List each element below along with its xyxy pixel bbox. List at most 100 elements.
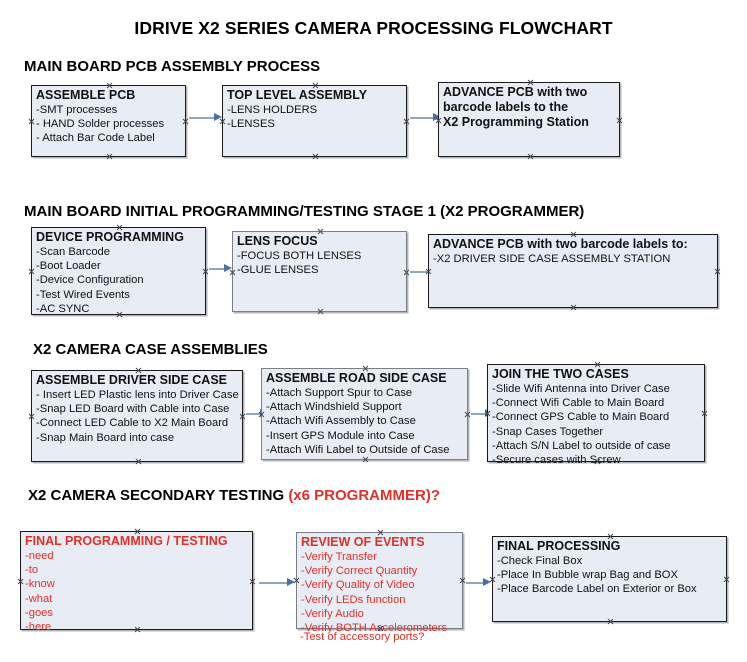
- resize-handle-right[interactable]: [202, 268, 209, 275]
- box-line: -Attach S/N Label to outside of case: [492, 439, 671, 452]
- box-line: -Place In Bubble wrap Bag and BOX: [497, 569, 678, 582]
- box-title: JOIN THE TWO CASES: [492, 367, 629, 381]
- resize-handle-bottom[interactable]: [362, 456, 369, 463]
- section-header-accent: (x6 PROGRAMMER)?: [288, 487, 440, 504]
- resize-handle-right[interactable]: [182, 118, 189, 125]
- box-line: -Connect GPS Cable to Main Board: [492, 411, 670, 424]
- resize-handle-right[interactable]: [403, 118, 410, 125]
- resize-handle-bottom[interactable]: [135, 458, 142, 465]
- box-line: -Verify Transfer: [301, 551, 377, 563]
- resize-handle-left[interactable]: [425, 268, 432, 275]
- section-header-text: X2 CAMERA SECONDARY TESTING: [28, 487, 289, 504]
- box-review-of-events[interactable]: REVIEW OF EVENTS -Verify Transfer -Verif…: [293, 532, 466, 634]
- section-header-main-board-initial-programming: MAIN BOARD INITIAL PROGRAMMING/TESTING S…: [24, 203, 584, 220]
- box-title-line-3: X2 Programming Station: [443, 115, 589, 129]
- resize-handle-bottom[interactable]: [607, 618, 614, 625]
- resize-handle-bottom[interactable]: [312, 153, 319, 160]
- resize-handle-right[interactable]: [459, 577, 466, 584]
- box-line: -Verify Correct Quantity: [301, 565, 418, 578]
- box-line: -Attach Windshield Support: [266, 401, 402, 414]
- resize-handle-right[interactable]: [616, 117, 623, 124]
- box-advance-pcb-driver-side-case[interactable]: ADVANCE PCB with two barcode labels to: …: [428, 234, 718, 308]
- resize-handle-left[interactable]: [489, 576, 496, 583]
- box-line: -Snap LED Board with Cable into Case: [36, 403, 230, 416]
- box-line: -Verify Quality of Video: [301, 579, 415, 592]
- box-line: - Insert LED Plastic lens into Driver Ca…: [36, 389, 239, 401]
- connector-final-programming-to-review-of-events: [259, 578, 295, 587]
- box-line: - HAND Solder processes: [36, 118, 165, 131]
- box-title: FINAL PROGRAMMING / TESTING: [25, 534, 228, 548]
- resize-handle-right[interactable]: [249, 578, 256, 585]
- resize-handle-bottom[interactable]: [570, 304, 577, 311]
- box-line: -goes: [25, 606, 53, 619]
- resize-handle-left[interactable]: [484, 410, 491, 417]
- box-lens-focus[interactable]: LENS FOCUS -FOCUS BOTH LENSES -GLUE LENS…: [232, 231, 407, 312]
- box-title: DEVICE PROGRAMMING: [36, 230, 184, 244]
- resize-handle-left[interactable]: [28, 118, 35, 125]
- resize-handle-right[interactable]: [701, 410, 708, 417]
- box-assemble-pcb[interactable]: ASSEMBLE PCB -SMT processes - HAND Solde…: [31, 85, 186, 157]
- box-line: -know: [25, 578, 55, 591]
- box-line: -LENS HOLDERS: [227, 104, 318, 116]
- box-line: -Attach Wifi Label to Outside of Case: [266, 443, 450, 456]
- box-line: -Scan Barcode: [36, 246, 111, 258]
- box-assemble-driver-side-case[interactable]: ASSEMBLE DRIVER SIDE CASE - Insert LED P…: [31, 370, 243, 462]
- resize-handle-left[interactable]: [293, 577, 300, 584]
- connector-assemble-pcb-to-top-level-assembly: [189, 113, 222, 122]
- box-line: -Verify LEDs function: [301, 593, 406, 606]
- connector-device-programming-to-lens-focus: [209, 264, 232, 273]
- box-line: -LENSES: [227, 118, 275, 131]
- box-title: FINAL PROCESSING: [497, 539, 621, 553]
- box-line: -AC SYNC: [36, 302, 90, 315]
- box-assemble-road-side-case[interactable]: ASSEMBLE ROAD SIDE CASE -Attach Support …: [261, 368, 468, 460]
- resize-handle-left[interactable]: [258, 411, 265, 418]
- resize-handle-right[interactable]: [403, 269, 410, 276]
- box-title-line-2: barcode labels to the: [443, 100, 569, 114]
- box-line: -GLUE LENSES: [237, 264, 319, 277]
- box-title: ADVANCE PCB with two barcode labels to:: [433, 237, 688, 251]
- section-header-text: X2 CAMERA CASE ASSEMBLIES: [33, 341, 268, 358]
- box-final-processing[interactable]: FINAL PROCESSING -Check Final Box -Place…: [492, 536, 727, 622]
- section-header-text: MAIN BOARD INITIAL PROGRAMMING/TESTING S…: [24, 203, 585, 220]
- box-line: -Check Final Box: [497, 555, 583, 567]
- box-line: -Snap Cases Together: [492, 425, 604, 438]
- box-line: -Attach Wifi Assembly to Case: [266, 415, 416, 428]
- resize-handle-left[interactable]: [219, 118, 226, 125]
- box-line: -Device Configuration: [36, 274, 144, 287]
- box-final-programming-testing[interactable]: FINAL PROGRAMMING / TESTING -need -to -k…: [17, 531, 256, 633]
- box-review-of-events-overflow-line: -Test of accessory ports?: [300, 631, 425, 643]
- resize-handle-left[interactable]: [17, 578, 24, 585]
- box-line: -SMT processes: [36, 104, 118, 116]
- box-title: ASSEMBLE PCB: [36, 88, 136, 102]
- box-title: LENS FOCUS: [237, 234, 318, 248]
- box-top-level-assembly[interactable]: TOP LEVEL ASSEMBLY -LENS HOLDERS -LENSES: [222, 85, 407, 157]
- section-header-x2-camera-secondary-testing: X2 CAMERA SECONDARY TESTING (x6 PROGRAMM…: [28, 487, 440, 504]
- box-line: -Insert GPS Module into Case: [266, 429, 415, 442]
- resize-handle-right[interactable]: [239, 413, 246, 420]
- resize-handle-bottom[interactable]: [317, 308, 324, 315]
- resize-handle-left[interactable]: [435, 117, 442, 124]
- box-advance-pcb-programming-station[interactable]: ADVANCE PCB with two barcode labels to t…: [438, 82, 620, 157]
- resize-handle-right[interactable]: [723, 576, 730, 583]
- section-header-main-board-pcb-assembly: MAIN BOARD PCB ASSEMBLY PROCESS: [24, 58, 320, 75]
- box-title: ASSEMBLE DRIVER SIDE CASE: [36, 373, 228, 387]
- resize-handle-left[interactable]: [28, 413, 35, 420]
- connector-top-level-assembly-to-advance-pcb: [410, 113, 441, 122]
- box-line: -Verify BOTH Accelerometers: [301, 622, 448, 635]
- box-title: ADVANCE PCB with two: [443, 85, 588, 99]
- box-join-the-two-cases[interactable]: JOIN THE TWO CASES -Slide Wifi Antenna i…: [484, 364, 708, 466]
- box-line: -need: [25, 550, 54, 562]
- resize-handle-left[interactable]: [229, 269, 236, 276]
- box-line: -Slide Wifi Antenna into Driver Case: [492, 383, 670, 395]
- box-title: ASSEMBLE ROAD SIDE CASE: [266, 371, 447, 385]
- box-device-programming[interactable]: DEVICE PROGRAMMING -Scan Barcode -Boot L…: [31, 227, 206, 315]
- resize-handle-bottom[interactable]: [527, 153, 534, 160]
- box-line: -here: [25, 621, 52, 634]
- box-line: - Attach Bar Code Label: [36, 132, 155, 145]
- section-header-x2-camera-case-assemblies: X2 CAMERA CASE ASSEMBLIES: [33, 341, 268, 358]
- resize-handle-right[interactable]: [464, 411, 471, 418]
- resize-handle-right[interactable]: [714, 268, 721, 275]
- resize-handle-left[interactable]: [28, 268, 35, 275]
- resize-handle-bottom[interactable]: [106, 153, 113, 160]
